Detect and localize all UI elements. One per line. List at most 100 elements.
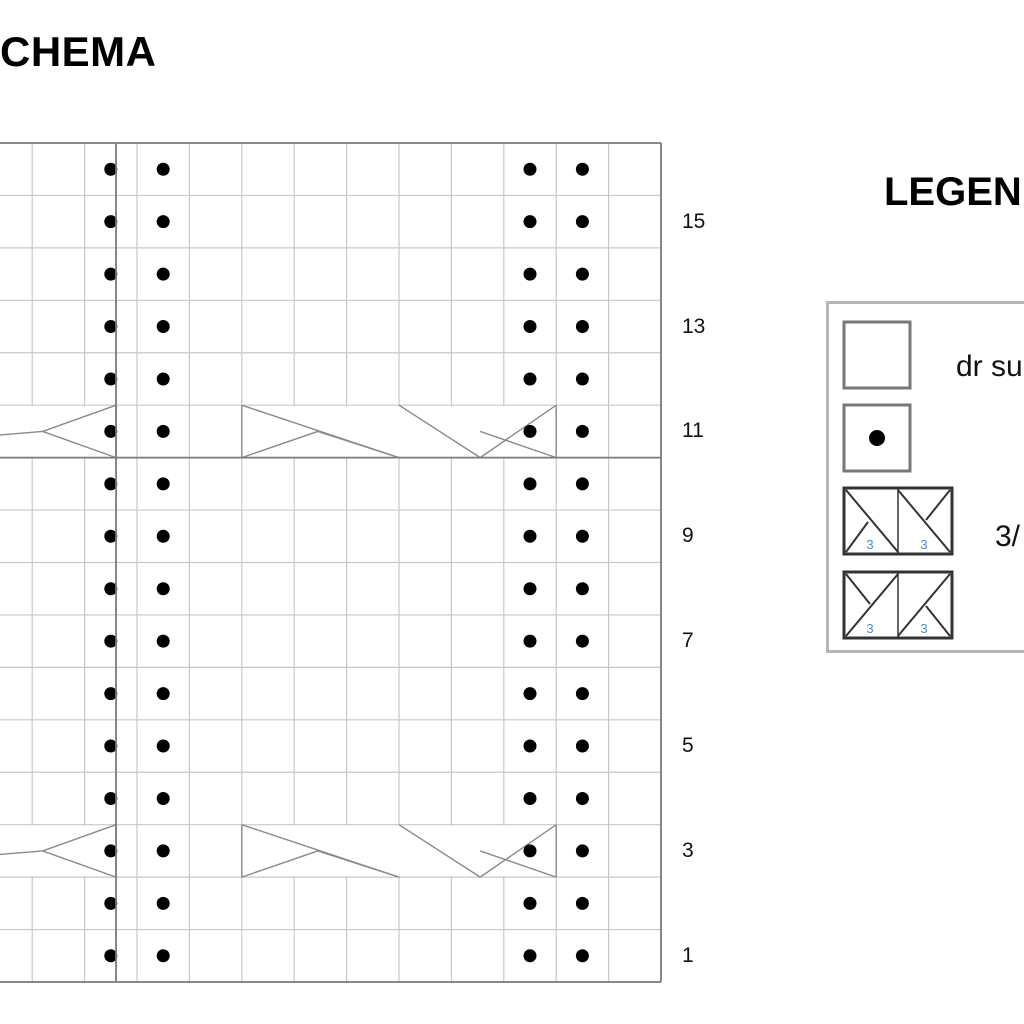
cable-cross-left-icon: 3 3	[842, 570, 954, 640]
cable-strand	[42, 824, 117, 852]
purl-dot	[104, 477, 118, 491]
purl-dot	[523, 949, 537, 963]
purl-dot	[104, 267, 118, 281]
chart-frame	[0, 142, 662, 983]
symbol-number-1: 3	[866, 537, 873, 552]
row-number: 11	[682, 419, 704, 443]
purl-dot	[523, 896, 537, 910]
purl-dot	[575, 320, 589, 334]
purl-dot	[575, 372, 589, 386]
cable-strand	[479, 404, 557, 459]
purl-dot	[156, 477, 170, 491]
row-number: 5	[682, 734, 694, 758]
purl-dot	[156, 267, 170, 281]
purl-dot	[523, 477, 537, 491]
purl-dot	[523, 215, 537, 229]
chart-purl-dots	[104, 162, 589, 963]
purl-dot	[575, 477, 589, 491]
purl-dot	[575, 949, 589, 963]
purl-dot	[156, 896, 170, 910]
row-number: 15	[682, 209, 706, 233]
purl-dot	[104, 424, 118, 438]
purl-dot	[104, 215, 118, 229]
cable-strand	[479, 850, 557, 878]
legend-text-cable: 3/	[995, 520, 1021, 553]
cable-strand	[42, 404, 117, 433]
purl-dot	[104, 162, 118, 176]
purl-dot	[156, 687, 170, 701]
empty-square-icon	[842, 320, 912, 390]
purl-dot	[523, 372, 537, 386]
row-number: 13	[682, 314, 706, 338]
purl-dot	[575, 162, 589, 176]
purl-dot	[523, 634, 537, 648]
cable-cross	[0, 404, 117, 459]
purl-dot	[104, 896, 118, 910]
purl-dot	[104, 949, 118, 963]
cable-strand	[479, 430, 557, 459]
purl-dot	[156, 320, 170, 334]
cable-strand	[479, 824, 557, 878]
knitting-chart	[0, 142, 662, 983]
cable-cross	[241, 824, 400, 879]
row-number: 9	[682, 524, 694, 548]
purl-dot	[156, 844, 170, 858]
purl-dot	[575, 791, 589, 805]
symbol-number-4: 3	[920, 621, 927, 636]
purl-dot	[523, 687, 537, 701]
purl-dot	[575, 687, 589, 701]
page-title: CHEMA	[0, 28, 157, 75]
purl-dot	[156, 949, 170, 963]
cable-strand	[42, 430, 117, 459]
purl-dot	[523, 267, 537, 281]
cable-strand	[42, 850, 117, 878]
row-number: 1	[682, 943, 694, 967]
cable-strand	[0, 430, 43, 436]
legend-box: dr su 3 3 3/ 3 3	[826, 301, 1024, 653]
purl-dot	[575, 424, 589, 438]
cable-strand	[398, 404, 481, 459]
cable-cross-right-icon: 3 3	[842, 486, 954, 556]
purl-dot	[575, 739, 589, 753]
purl-dot	[104, 634, 118, 648]
cable-strand	[241, 404, 400, 459]
purl-dot	[156, 791, 170, 805]
purl-dot	[156, 162, 170, 176]
cable-background	[0, 406, 117, 457]
cable-cross	[398, 824, 557, 878]
purl-dot	[156, 372, 170, 386]
purl-dot	[575, 529, 589, 543]
purl-dot	[104, 791, 118, 805]
purl-dot	[523, 424, 537, 438]
purl-dot	[156, 634, 170, 648]
purl-dot	[104, 320, 118, 334]
purl-dot	[575, 582, 589, 596]
cable-strand	[398, 824, 481, 878]
purl-dot	[575, 267, 589, 281]
purl-dot	[575, 896, 589, 910]
purl-dot	[104, 687, 118, 701]
purl-dot	[575, 215, 589, 229]
row-number: 7	[682, 629, 694, 653]
purl-dot	[523, 739, 537, 753]
purl-dot	[156, 529, 170, 543]
purl-dot	[156, 739, 170, 753]
symbol-number-3: 3	[866, 621, 873, 636]
chart-cables	[0, 404, 557, 879]
purl-dot	[156, 582, 170, 596]
cable-strand	[0, 850, 43, 856]
purl-dot	[523, 844, 537, 858]
cable-strand	[241, 824, 400, 878]
legend-text-knit: dr su	[956, 350, 1023, 383]
purl-dot	[523, 791, 537, 805]
purl-dot	[523, 529, 537, 543]
purl-dot-icon	[842, 403, 912, 473]
cable-cross	[0, 824, 117, 878]
purl-dot	[104, 529, 118, 543]
purl-dot	[104, 844, 118, 858]
purl-dot	[523, 162, 537, 176]
symbol-number-2: 3	[920, 537, 927, 552]
purl-dot	[104, 372, 118, 386]
cable-background	[0, 825, 117, 877]
